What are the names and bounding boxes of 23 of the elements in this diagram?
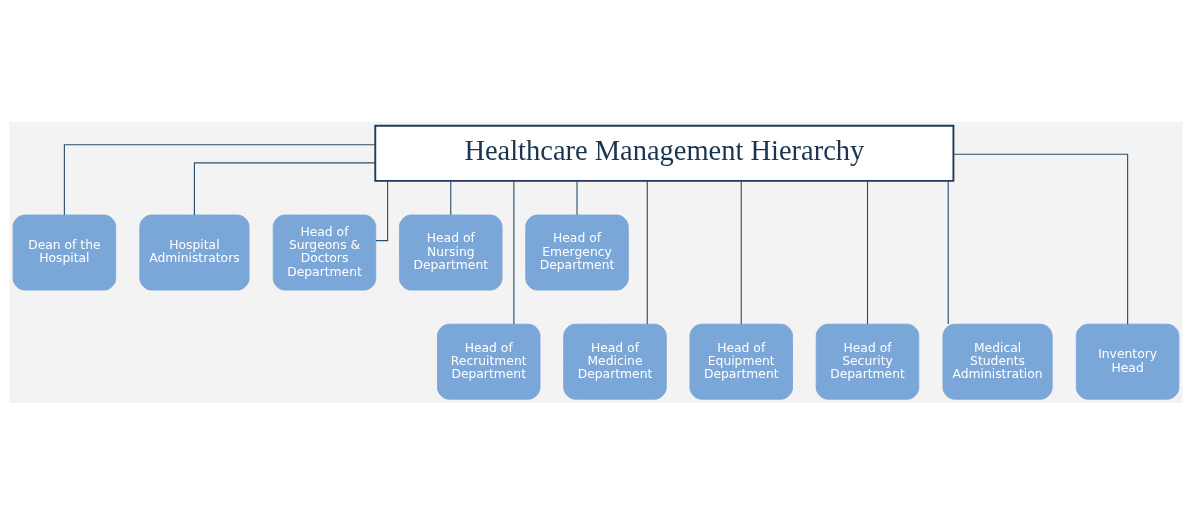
connector (866, 179, 869, 325)
node-box: Medical Students Administration (942, 323, 1053, 400)
node-box: Head of Equipment Department (689, 323, 793, 400)
node-box: Head of Emergency Department (525, 214, 629, 290)
connector (375, 179, 389, 241)
node-box: Head of Nursing Department (399, 214, 503, 290)
connector (646, 179, 648, 325)
connector (576, 179, 578, 215)
connector (740, 179, 742, 325)
node-box: Hospital Administrators (139, 214, 250, 290)
node-box: Healthcare Management Hierarchy (374, 124, 955, 182)
node-box: Head of Recruitment Department (437, 323, 541, 400)
node-box: Head of Medicine Department (563, 323, 667, 400)
connector (193, 161, 376, 216)
connector (450, 179, 452, 215)
connector (63, 143, 376, 215)
node-box: Head of Surgeons & Doctors Department (272, 214, 377, 290)
connector (952, 153, 1129, 325)
node-box: Dean of the Hospital (12, 214, 117, 290)
connector (513, 179, 515, 325)
node-box: Head of Security Department (815, 323, 920, 400)
node-box: Inventory Head (1075, 323, 1180, 400)
connector (947, 179, 949, 325)
